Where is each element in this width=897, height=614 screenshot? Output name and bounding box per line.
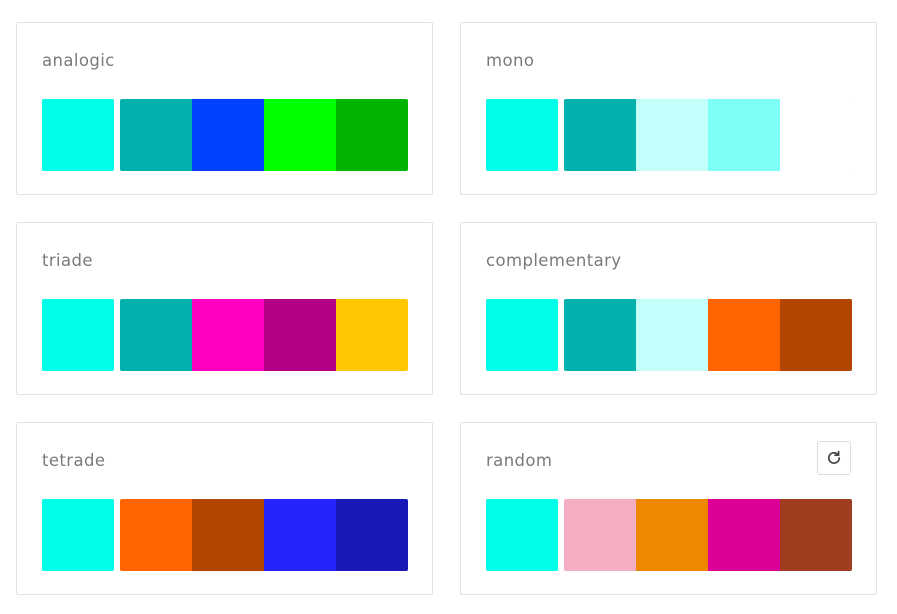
color-swatch[interactable] — [120, 299, 192, 371]
color-swatch[interactable] — [636, 499, 708, 571]
base-color-swatch[interactable] — [42, 99, 114, 171]
palette-card-mono: mono — [460, 22, 877, 195]
palette-card-triade: triade — [16, 222, 433, 395]
palette-title: mono — [486, 51, 535, 70]
color-strip — [120, 99, 408, 171]
palette-title: complementary — [486, 251, 622, 270]
color-swatch[interactable] — [636, 99, 708, 171]
color-swatch[interactable] — [264, 299, 336, 371]
swatch-row — [486, 499, 852, 571]
palette-title: triade — [42, 251, 93, 270]
color-swatch[interactable] — [564, 99, 636, 171]
base-color-swatch[interactable] — [42, 299, 114, 371]
color-swatch[interactable] — [336, 99, 408, 171]
swatch-row — [42, 99, 408, 171]
color-strip — [120, 299, 408, 371]
color-swatch[interactable] — [336, 299, 408, 371]
swatch-row — [42, 299, 408, 371]
base-color-swatch[interactable] — [486, 99, 558, 171]
palette-title: tetrade — [42, 451, 106, 470]
color-swatch[interactable] — [120, 99, 192, 171]
color-swatch[interactable] — [636, 299, 708, 371]
color-swatch[interactable] — [192, 499, 264, 571]
color-swatch[interactable] — [336, 499, 408, 571]
color-swatch[interactable] — [780, 299, 852, 371]
color-strip — [120, 499, 408, 571]
color-swatch[interactable] — [780, 99, 852, 171]
base-color-swatch[interactable] — [486, 299, 558, 371]
color-swatch[interactable] — [264, 99, 336, 171]
color-strip — [564, 99, 852, 171]
palette-card-tetrade: tetrade — [16, 422, 433, 595]
refresh-icon — [826, 450, 842, 466]
color-swatch[interactable] — [564, 499, 636, 571]
swatch-row — [486, 99, 852, 171]
swatch-row — [42, 499, 408, 571]
palette-card-complementary: complementary — [460, 222, 877, 395]
color-swatch[interactable] — [120, 499, 192, 571]
palette-card-analogic: analogic — [16, 22, 433, 195]
color-swatch[interactable] — [708, 99, 780, 171]
color-swatch[interactable] — [192, 99, 264, 171]
color-strip — [564, 499, 852, 571]
palette-title: analogic — [42, 51, 115, 70]
color-swatch[interactable] — [264, 499, 336, 571]
color-swatch[interactable] — [192, 299, 264, 371]
base-color-swatch[interactable] — [42, 499, 114, 571]
base-color-swatch[interactable] — [486, 499, 558, 571]
palette-title: random — [486, 451, 553, 470]
color-swatch[interactable] — [564, 299, 636, 371]
refresh-button[interactable] — [817, 441, 851, 475]
swatch-row — [486, 299, 852, 371]
color-swatch[interactable] — [780, 499, 852, 571]
color-swatch[interactable] — [708, 499, 780, 571]
color-swatch[interactable] — [708, 299, 780, 371]
color-strip — [564, 299, 852, 371]
palette-card-random: random — [460, 422, 877, 595]
